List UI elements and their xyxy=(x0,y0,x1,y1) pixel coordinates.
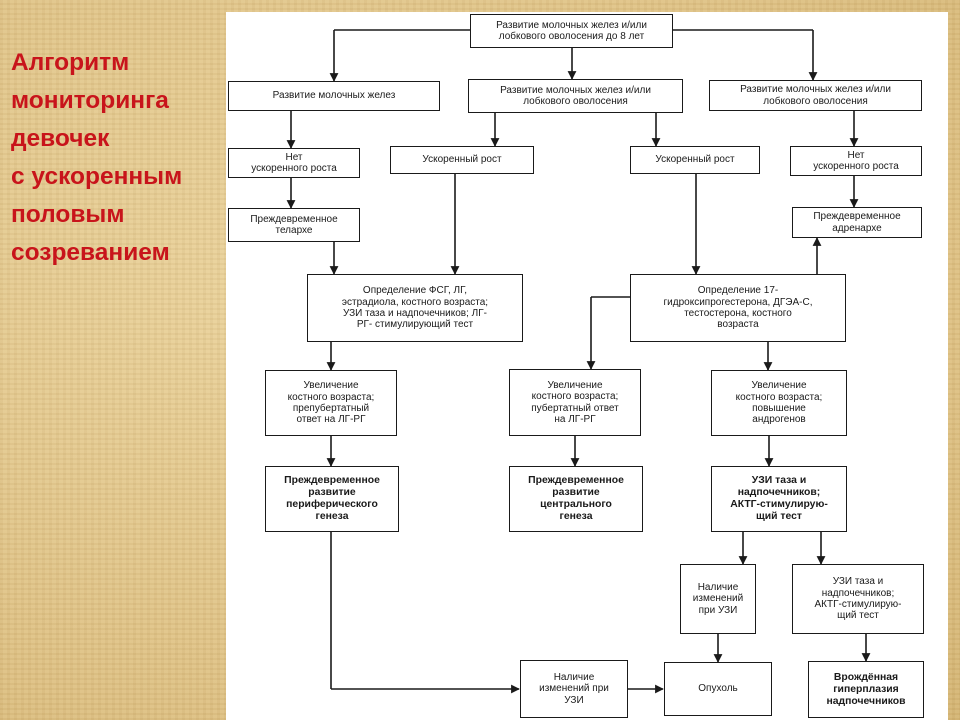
slide-title-line: Алгоритм xyxy=(11,49,130,76)
bone-pubertal-text: Увеличение костного возраста; пубертатны… xyxy=(531,379,619,425)
breast-or-pubic-mid-box: Развитие молочных желез и/или лобкового … xyxy=(468,79,683,113)
peripheral-text: Преждевременное развитие периферического… xyxy=(284,475,380,522)
test-17ohp-box: Определение 17- гидроксипрогестерона, ДГ… xyxy=(630,274,846,342)
growth-b-text: Ускоренный рост xyxy=(655,154,735,166)
cah-box: Врождённая гиперплазия надпочечников xyxy=(808,661,924,718)
no-growth-right-box: Нет ускоренного роста xyxy=(790,146,922,176)
test-fsh-text: Определение ФСГ, ЛГ, эстрадиола, костног… xyxy=(341,285,489,331)
slide-title-line: созреванием xyxy=(11,239,170,266)
bone-prepubertal-box: Увеличение костного возраста; препуберта… xyxy=(265,370,397,436)
bone-androgens-text: Увеличение костного возраста; повышение … xyxy=(735,380,823,426)
thelarche-box: Преждевременное телархе xyxy=(228,208,360,242)
tumor-box: Опухоль xyxy=(664,662,772,716)
changes-us-box: Наличие изменений при УЗИ xyxy=(680,564,756,634)
changes-us-bottom-text: Наличие изменений при УЗИ xyxy=(539,671,609,706)
slide-title: Алгоритм мониторинга девочек с ускоренны… xyxy=(11,44,241,272)
no-growth-left-text: Нет ускоренного роста xyxy=(251,151,337,174)
breast-box: Развитие молочных желез xyxy=(228,81,440,111)
bone-pubertal-box: Увеличение костного возраста; пубертатны… xyxy=(509,369,641,436)
growth-a-box: Ускоренный рост xyxy=(390,146,534,174)
adrenarche-box: Преждевременное адренархе xyxy=(792,207,922,238)
growth-a-text: Ускоренный рост xyxy=(422,154,502,166)
no-growth-left-box: Нет ускоренного роста xyxy=(228,148,360,178)
ultrasound-acth-1-text: УЗИ таза и надпочечников; АКТГ-стимулиру… xyxy=(730,475,828,522)
breast-or-pubic-mid-text: Развитие молочных желез и/или лобкового … xyxy=(500,84,651,107)
slide-title-line: с ускоренным xyxy=(11,163,183,190)
slide-title-line: девочек xyxy=(11,125,110,152)
test-17ohp-text: Определение 17- гидроксипрогестерона, ДГ… xyxy=(663,285,813,331)
central-box: Преждевременное развитие центрального ге… xyxy=(509,466,643,532)
ultrasound-acth-2-box: УЗИ таза и надпочечников; АКТГ-стимулиру… xyxy=(792,564,924,634)
test-fsh-box: Определение ФСГ, ЛГ, эстрадиола, костног… xyxy=(307,274,523,342)
bone-androgens-box: Увеличение костного возраста; повышение … xyxy=(711,370,847,436)
adrenarche-text: Преждевременное адренархе xyxy=(813,211,901,234)
peripheral-box: Преждевременное развитие периферического… xyxy=(265,466,399,532)
thelarche-text: Преждевременное телархе xyxy=(250,213,338,236)
central-text: Преждевременное развитие центрального ге… xyxy=(528,475,624,522)
tumor-text: Опухоль xyxy=(698,683,738,695)
ultrasound-acth-2-text: УЗИ таза и надпочечников; АКТГ-стимулиру… xyxy=(814,576,902,622)
root-text: Развитие молочных желез и/или лобкового … xyxy=(496,19,647,42)
slide-title-line: мониторинга xyxy=(11,87,169,114)
changes-us-bottom-box: Наличие изменений при УЗИ xyxy=(520,660,628,718)
no-growth-right-text: Нет ускоренного роста xyxy=(813,149,899,172)
breast-text: Развитие молочных желез xyxy=(272,90,396,102)
ultrasound-acth-1-box: УЗИ таза и надпочечников; АКТГ-стимулиру… xyxy=(711,466,847,532)
slide-title-line: половым xyxy=(11,201,125,228)
breast-or-pubic-right-text: Развитие молочных желез и/или лобкового … xyxy=(740,84,891,107)
cah-text: Врождённая гиперплазия надпочечников xyxy=(826,671,906,707)
breast-or-pubic-right-box: Развитие молочных желез и/или лобкового … xyxy=(709,80,922,111)
root-box: Развитие молочных желез и/или лобкового … xyxy=(470,14,673,48)
flowchart-connectors xyxy=(286,29,871,694)
changes-us-text: Наличие изменений при УЗИ xyxy=(692,581,744,616)
flowchart-sheet: Развитие молочных желез и/или лобкового … xyxy=(226,12,948,720)
bone-prepubertal-text: Увеличение костного возраста; препуберта… xyxy=(287,380,375,426)
growth-b-box: Ускоренный рост xyxy=(630,146,760,174)
